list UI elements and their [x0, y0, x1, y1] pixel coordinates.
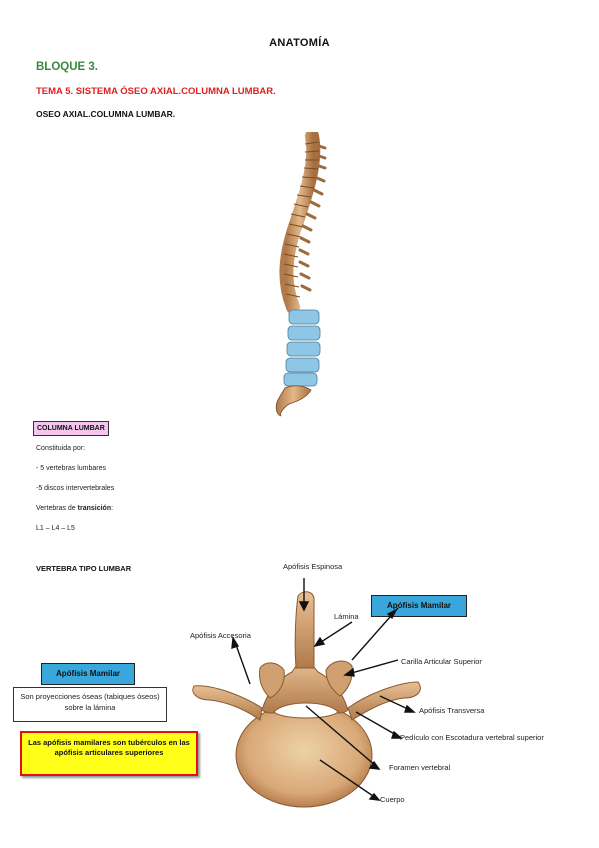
- mamilar-note: Las apófisis mamilares son tubérculos en…: [20, 731, 198, 776]
- tema-heading: TEMA 5. SISTEMA ÓSEO AXIAL.COLUMNA LUMBA…: [36, 86, 276, 97]
- label-apofisis-transversa: Apófisis Transversa: [419, 706, 485, 715]
- columna-line-1: Constituida por:: [36, 445, 86, 452]
- transicion-line: Vertebras de transición:: [36, 505, 113, 512]
- mamilar-box-left: Apófisis Mamilar: [41, 663, 135, 685]
- transicion-bold: transición: [77, 505, 112, 512]
- transicion-suffix: :: [111, 505, 114, 512]
- columna-line-2: - 5 vertebras lumbares: [36, 465, 107, 472]
- label-cuerpo: Cuerpo: [380, 795, 405, 804]
- columna-lumbar-badge: COLUMNA LUMBAR: [33, 421, 109, 436]
- label-foramen-vertebral: Foramen vertebral: [389, 763, 451, 772]
- label-apofisis-accesoria: Apófisis Accesoria: [190, 631, 251, 640]
- page-title: ANATOMÍA: [269, 37, 330, 49]
- vertebra-heading: VERTEBRA TIPO LUMBAR: [36, 564, 132, 573]
- bloque-heading: BLOQUE 3.: [36, 61, 98, 73]
- mamilar-definition: Son proyecciones óseas (tabiques óseos) …: [13, 687, 167, 722]
- columna-line-3: -5 discos intervertebrales: [36, 485, 115, 492]
- lumbar-vertebra-illustration: [192, 578, 421, 808]
- label-apofisis-espinosa: Apófisis Espinosa: [283, 562, 343, 571]
- section-subtitle: OSEO AXIAL.COLUMNA LUMBAR.: [36, 109, 176, 119]
- transicion-prefix: Vertebras de: [36, 505, 78, 512]
- transicion-levels: L1 – L4 – L5: [36, 525, 75, 532]
- label-pediculo: Pedículo con Escotadura vertebral superi…: [400, 733, 544, 742]
- label-carilla-articular: Carilla Articular Superior: [401, 657, 482, 666]
- label-lamina: Lámina: [334, 612, 359, 621]
- spine-illustration: [275, 132, 327, 417]
